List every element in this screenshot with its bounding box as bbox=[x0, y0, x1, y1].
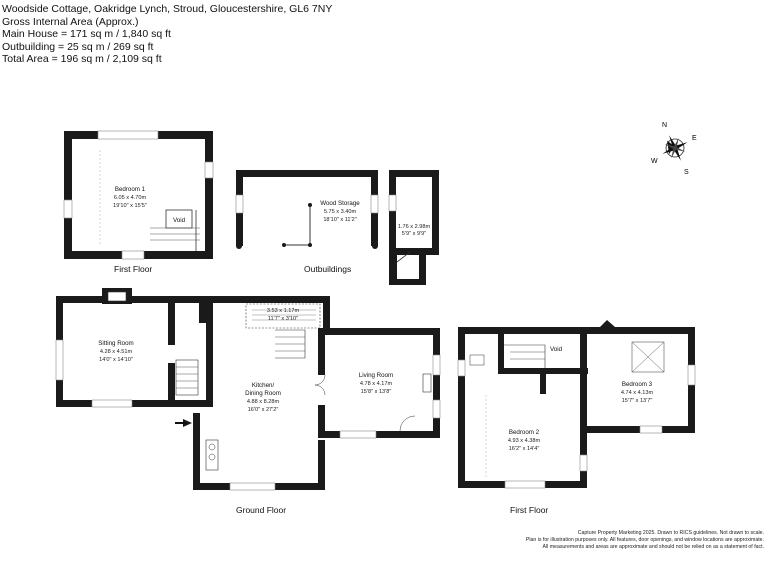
plan-header: Woodside Cottage, Oakridge Lynch, Stroud… bbox=[2, 3, 332, 66]
ground-floor-label: Ground Floor bbox=[236, 505, 287, 515]
living-room-metric: 4.78 x 4.17m bbox=[360, 381, 393, 387]
sitting-room-name: Sitting Room bbox=[98, 340, 133, 347]
kitchen-name-line2: Dining Room bbox=[245, 390, 281, 397]
bedroom3-name: Bedroom 3 bbox=[622, 381, 653, 388]
store-imperial: 11'7" x 3'10" bbox=[268, 316, 298, 322]
disclaimer: Capture Property Marketing 2025. Drawn t… bbox=[526, 530, 764, 552]
kitchen-imperial: 16'0" x 27'2" bbox=[248, 407, 279, 413]
first-floor-label-a: First Floor bbox=[114, 264, 153, 274]
wood-storage-imperial: 18'10" x 11'2" bbox=[323, 217, 356, 223]
compass-icon: N E S W bbox=[651, 122, 697, 176]
compass-east: E bbox=[692, 135, 697, 142]
living-room-imperial: 15'8" x 13'8" bbox=[361, 389, 392, 395]
first-floor-label-b: First Floor bbox=[510, 505, 549, 515]
wood-storage-name: Wood Storage bbox=[320, 200, 360, 207]
kitchen-metric: 4.88 x 8.28m bbox=[247, 399, 280, 405]
outbuilding-area: Outbuilding = 25 sq m / 269 sq ft bbox=[2, 40, 154, 53]
ground-floor-plan: 3.53 x 1.17m 11'7" x 3'10" Sitting Room … bbox=[55, 288, 441, 491]
disclaimer-line2: Plan is for illustration purposes only. … bbox=[525, 537, 764, 544]
bedroom2-imperial: 16'2" x 14'4" bbox=[509, 446, 540, 452]
property-address: Woodside Cottage, Oakridge Lynch, Stroud… bbox=[2, 3, 333, 15]
outbuildings-label: Outbuildings bbox=[304, 264, 352, 274]
first-floor-bedrooms-plan: Void Bedroom 3 4.74 x 4.13m 15'7" x 13'7… bbox=[457, 320, 696, 489]
living-room-name: Living Room bbox=[359, 372, 393, 379]
bedroom1-name: Bedroom 1 bbox=[115, 186, 146, 193]
compass-west: W bbox=[651, 158, 658, 165]
bedroom2-metric: 4.93 x 4.38m bbox=[508, 438, 541, 444]
store-metric: 3.53 x 1.17m bbox=[267, 308, 300, 314]
bedroom3-metric: 4.74 x 4.13m bbox=[621, 390, 654, 396]
outbuildings-plan: Wood Storage 5.75 x 3.40m 18'10" x 11'2"… bbox=[235, 170, 439, 285]
sitting-room-imperial: 14'0" x 14'10" bbox=[99, 357, 133, 363]
bedroom2-name: Bedroom 2 bbox=[509, 429, 540, 436]
main-house-area: Main House = 171 sq m / 1,840 sq ft bbox=[2, 28, 171, 41]
total-area: Total Area = 196 sq m / 2,109 sq ft bbox=[2, 53, 162, 66]
bedroom3-imperial: 15'7" x 13'7" bbox=[622, 398, 653, 404]
void2-name: Void bbox=[550, 346, 563, 353]
first-floor-bedroom1-plan: Bedroom 1 6.05 x 4.70m 19'10" x 15'5" Vo… bbox=[63, 130, 214, 260]
shed-metric: 1.76 x 2.98m bbox=[398, 224, 431, 230]
gross-internal-area-label: Gross Internal Area (Approx.) bbox=[2, 15, 139, 28]
wood-storage-metric: 5.75 x 3.40m bbox=[324, 209, 357, 215]
kitchen-name: Kitchen/ bbox=[252, 382, 275, 389]
disclaimer-line1: Capture Property Marketing 2025. Drawn t… bbox=[577, 530, 764, 536]
shed-imperial: 5'9" x 9'9" bbox=[402, 231, 426, 237]
compass-south: S bbox=[684, 169, 689, 176]
disclaimer-line3: All measurements and areas are approxima… bbox=[542, 544, 764, 551]
void1-name: Void bbox=[173, 217, 186, 224]
entrance-arrow-icon bbox=[183, 419, 192, 427]
bedroom1-imperial: 19'10" x 15'5" bbox=[113, 203, 147, 209]
sitting-room-metric: 4.28 x 4.51m bbox=[100, 349, 133, 355]
compass-north: N bbox=[662, 122, 667, 129]
bedroom1-metric: 6.05 x 4.70m bbox=[114, 195, 147, 201]
